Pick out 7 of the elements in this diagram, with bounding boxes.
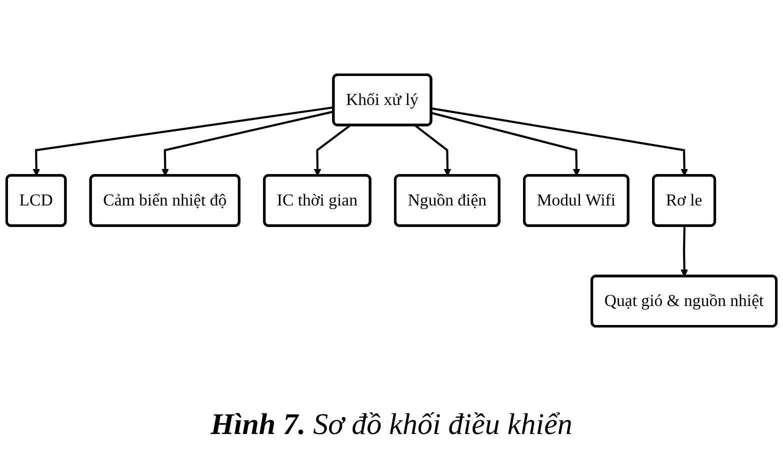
arrow xyxy=(414,124,452,176)
arrow xyxy=(680,226,688,276)
figure-caption: Hình 7. Sơ đồ khối điều khiển xyxy=(210,408,572,442)
arrow xyxy=(314,124,351,176)
arrow xyxy=(32,106,334,176)
arrow xyxy=(431,106,688,176)
arrow xyxy=(431,111,580,176)
